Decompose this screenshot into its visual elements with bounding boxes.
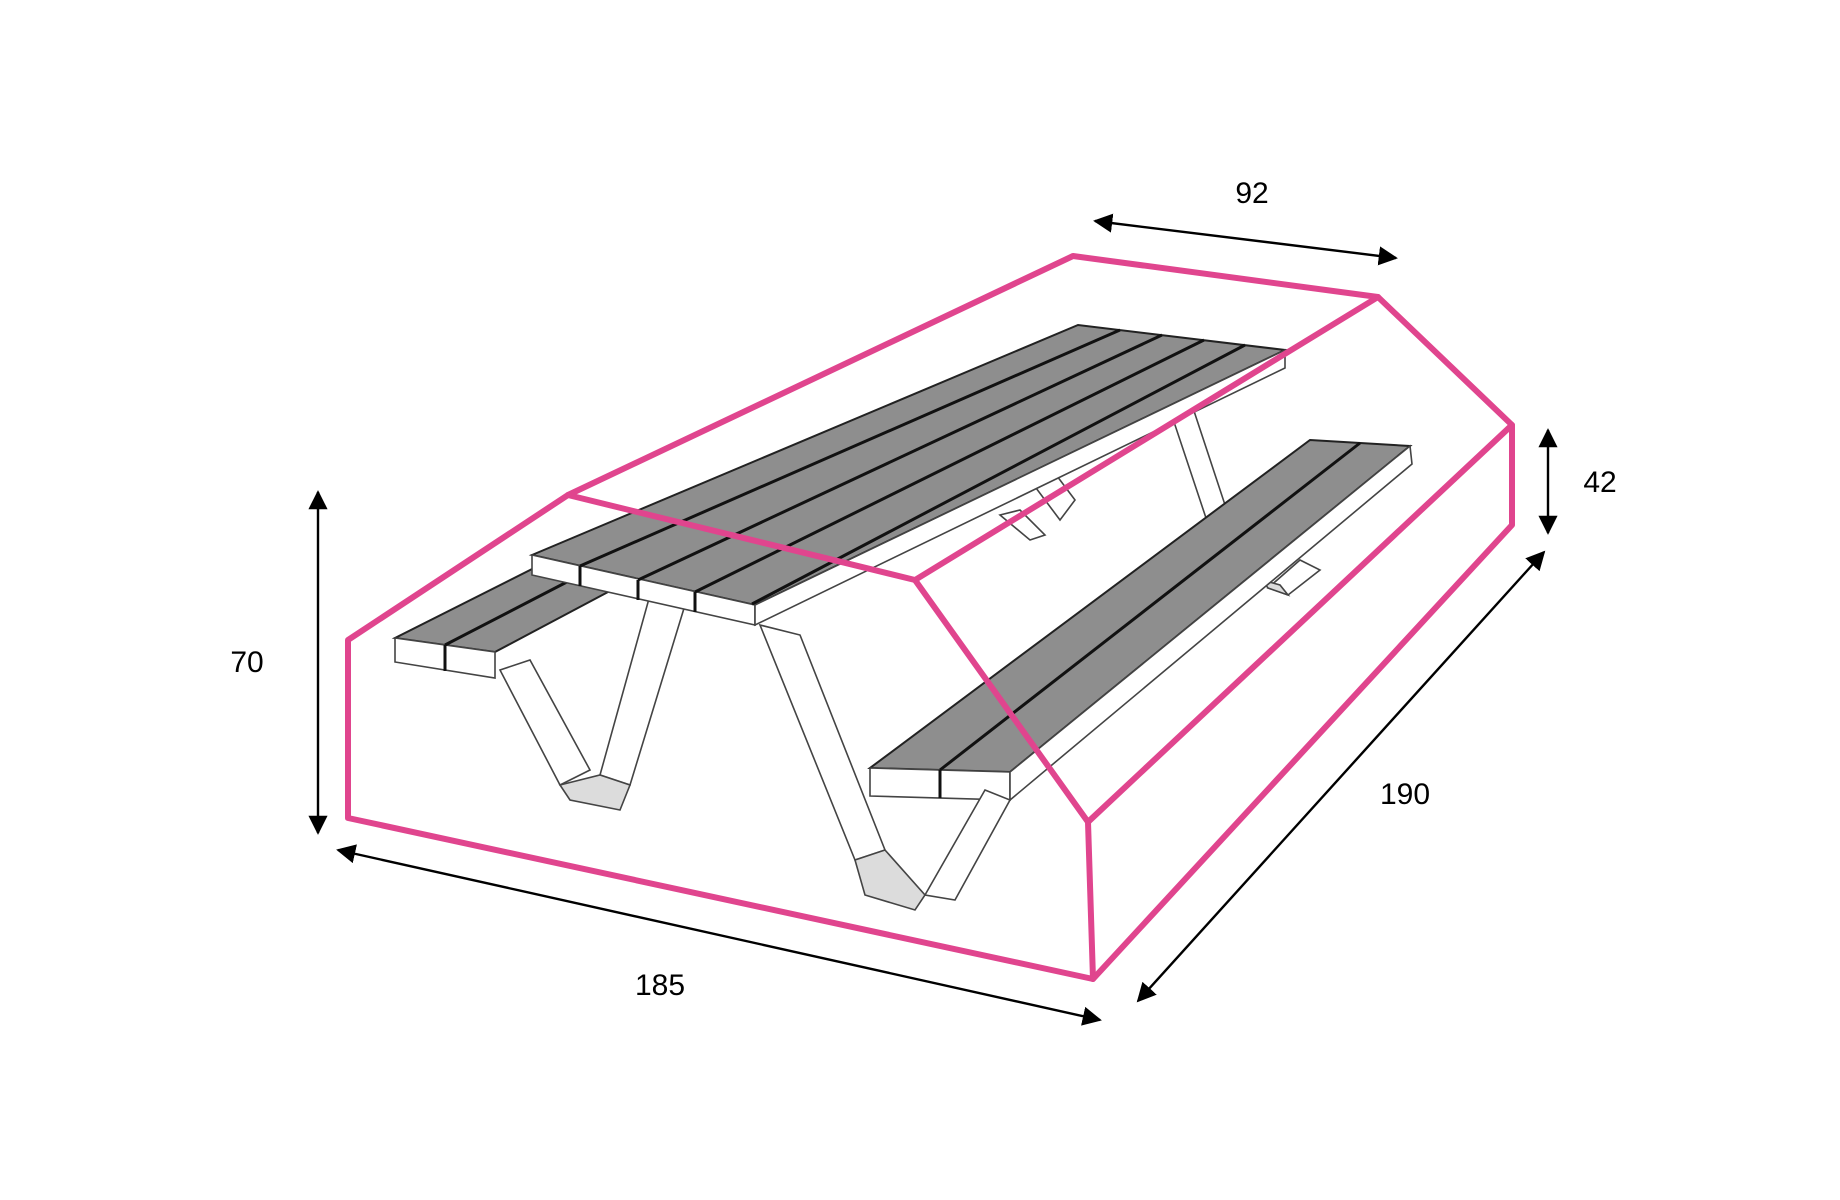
depth-dimension-arrow (1136, 550, 1546, 1003)
length-dimension-arrow (336, 844, 1102, 1026)
height-side-label: 42 (1583, 466, 1616, 499)
width-top-dimension-arrow (1093, 213, 1398, 266)
height-label: 70 (230, 646, 263, 679)
dimension-labels: 70 185 92 190 42 (230, 177, 1616, 1002)
picnic-table-illustration (391, 323, 1413, 911)
width-top-label: 92 (1235, 177, 1268, 210)
length-label: 185 (635, 969, 685, 1002)
depth-label: 190 (1380, 778, 1430, 811)
dimension-lines (308, 213, 1558, 1026)
